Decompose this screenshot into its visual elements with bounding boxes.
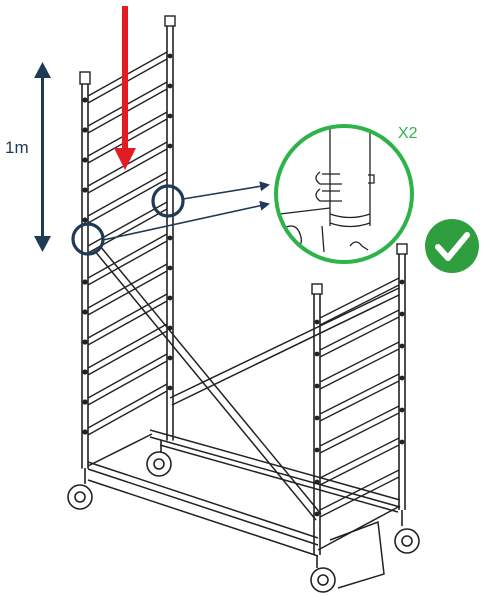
- base-frame: [87, 429, 401, 589]
- diagonal-braces: [93, 245, 400, 521]
- height-label: 1m: [5, 138, 29, 157]
- lower-joint-callout: [71, 222, 105, 256]
- magnified-detail-circle-icon: [274, 124, 414, 264]
- callout-circles: [71, 184, 185, 256]
- tall-frame: [79, 15, 176, 469]
- checkmark-icon: [425, 219, 479, 273]
- double-headed-vertical-arrow-icon: [34, 62, 51, 252]
- callout-pointers: [102, 181, 270, 241]
- quantity-multiplier-label: X2: [398, 125, 418, 142]
- short-frame-clamps: [314, 279, 405, 517]
- upper-joint-callout: [151, 184, 185, 218]
- down-arrow-icon: [114, 6, 136, 170]
- caster-wheels: [67, 440, 420, 593]
- rung-clamps: [82, 53, 173, 435]
- short-frame-rungs: [319, 277, 400, 518]
